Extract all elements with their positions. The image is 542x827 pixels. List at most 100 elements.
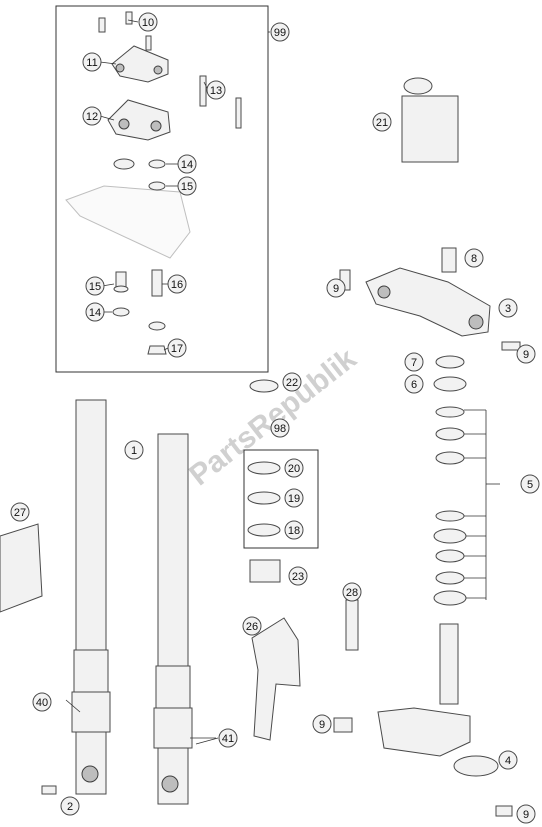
callout-98: 98 bbox=[270, 418, 290, 438]
kit-98-frame bbox=[243, 449, 319, 549]
nut-part-17 bbox=[147, 345, 167, 355]
kit-99-frame bbox=[55, 5, 269, 373]
svg-text:40: 40 bbox=[36, 697, 48, 709]
callout-9-d: 9 bbox=[516, 804, 536, 824]
svg-text:15: 15 bbox=[89, 281, 101, 293]
svg-text:15: 15 bbox=[181, 181, 193, 193]
svg-text:8: 8 bbox=[471, 253, 477, 265]
svg-text:27: 27 bbox=[14, 507, 26, 519]
svg-text:9: 9 bbox=[319, 719, 325, 731]
cap-part-7 bbox=[435, 355, 465, 369]
callout-9-a: 9 bbox=[326, 278, 346, 298]
sleeve-part-16 bbox=[151, 269, 163, 297]
svg-text:18: 18 bbox=[288, 525, 300, 537]
callout-8: 8 bbox=[464, 248, 484, 268]
fork-leg-right bbox=[153, 433, 193, 805]
grease-tin-part-21 bbox=[401, 77, 459, 163]
svg-text:21: 21 bbox=[376, 117, 388, 129]
callout-14-bottom: 14 bbox=[85, 302, 105, 322]
callout-11: 11 bbox=[82, 52, 102, 72]
svg-text:10: 10 bbox=[142, 17, 154, 29]
svg-text:7: 7 bbox=[411, 357, 417, 369]
fork-leg-left bbox=[71, 399, 111, 795]
callout-12: 12 bbox=[82, 106, 102, 126]
svg-text:19: 19 bbox=[288, 493, 300, 505]
callout-23: 23 bbox=[288, 566, 308, 586]
svg-text:9: 9 bbox=[333, 283, 339, 295]
svg-text:16: 16 bbox=[171, 279, 183, 291]
svg-text:99: 99 bbox=[274, 27, 286, 39]
callout-20: 20 bbox=[284, 458, 304, 478]
svg-text:11: 11 bbox=[86, 57, 97, 69]
svg-text:98: 98 bbox=[274, 423, 286, 435]
bolt-part-9-bottom bbox=[495, 805, 513, 817]
bolt-part-10 bbox=[98, 11, 152, 51]
handlebar-clamp-part-12 bbox=[107, 99, 171, 141]
callout-4: 4 bbox=[498, 750, 518, 770]
callout-27: 27 bbox=[10, 502, 30, 522]
callout-9-b: 9 bbox=[516, 344, 536, 364]
bolt-part-8 bbox=[441, 247, 457, 273]
svg-text:22: 22 bbox=[286, 377, 298, 389]
callout-40: 40 bbox=[32, 692, 52, 712]
bracket-part-26 bbox=[251, 617, 301, 741]
callout-10: 10 bbox=[138, 12, 158, 32]
svg-text:3: 3 bbox=[505, 303, 511, 315]
pad-part-28 bbox=[345, 599, 359, 651]
callout-15-top: 15 bbox=[177, 176, 197, 196]
callout-19: 19 bbox=[284, 488, 304, 508]
top-clamp-part-11 bbox=[111, 45, 169, 83]
svg-text:14: 14 bbox=[89, 307, 101, 319]
protector-part-23 bbox=[249, 559, 281, 583]
svg-text:14: 14 bbox=[181, 159, 193, 171]
callout-14-top: 14 bbox=[177, 154, 197, 174]
svg-text:28: 28 bbox=[346, 587, 358, 599]
seal-part-22 bbox=[249, 379, 279, 393]
svg-text:5: 5 bbox=[527, 479, 533, 491]
screw-part-2 bbox=[41, 785, 57, 795]
callout-15-bottom: 15 bbox=[85, 276, 105, 296]
callouts: 10 99 11 13 12 21 14 15 8 9 15 16 3 14 1… bbox=[10, 12, 540, 824]
svg-text:1: 1 bbox=[131, 445, 137, 457]
callout-17: 17 bbox=[167, 338, 187, 358]
svg-text:12: 12 bbox=[86, 111, 98, 123]
ring-part-15-top bbox=[148, 181, 166, 191]
callout-5: 5 bbox=[520, 474, 540, 494]
bolt-part-13 bbox=[199, 75, 242, 129]
leader-lines bbox=[65, 19, 500, 745]
bush-part-15-bottom bbox=[113, 271, 129, 293]
upper-triple-clamp-part-3 bbox=[365, 267, 491, 337]
damper-part-14-top bbox=[113, 158, 166, 170]
callout-1: 1 bbox=[124, 440, 144, 460]
callout-9-c: 9 bbox=[312, 714, 332, 734]
svg-text:9: 9 bbox=[523, 809, 529, 821]
svg-text:26: 26 bbox=[246, 621, 258, 633]
svg-text:9: 9 bbox=[523, 349, 529, 361]
triple-clamp-ghost bbox=[65, 185, 191, 259]
steering-stem-part-4 bbox=[377, 623, 499, 777]
seal-part-20 bbox=[247, 461, 281, 475]
callout-18: 18 bbox=[284, 520, 304, 540]
washer-part-14-bottom bbox=[112, 307, 166, 331]
callout-6: 6 bbox=[404, 374, 424, 394]
svg-text:4: 4 bbox=[505, 755, 511, 767]
callout-7: 7 bbox=[404, 352, 424, 372]
svg-text:17: 17 bbox=[171, 343, 183, 355]
callout-28: 28 bbox=[342, 582, 362, 602]
svg-text:41: 41 bbox=[222, 733, 234, 745]
callout-22: 22 bbox=[282, 372, 302, 392]
callout-2: 2 bbox=[60, 796, 80, 816]
callout-13: 13 bbox=[206, 80, 226, 100]
svg-text:6: 6 bbox=[411, 379, 417, 391]
seal-part-19 bbox=[247, 491, 281, 505]
seal-part-18 bbox=[247, 523, 281, 537]
bearing-set-part-5 bbox=[433, 406, 467, 606]
bolt-part-9-mid bbox=[501, 341, 521, 351]
callout-99: 99 bbox=[270, 22, 290, 42]
guard-part-27 bbox=[0, 523, 43, 613]
ring-part-6 bbox=[433, 376, 467, 392]
bolt-part-9-lower bbox=[333, 717, 353, 733]
svg-text:20: 20 bbox=[288, 463, 300, 475]
svg-text:2: 2 bbox=[67, 801, 73, 813]
